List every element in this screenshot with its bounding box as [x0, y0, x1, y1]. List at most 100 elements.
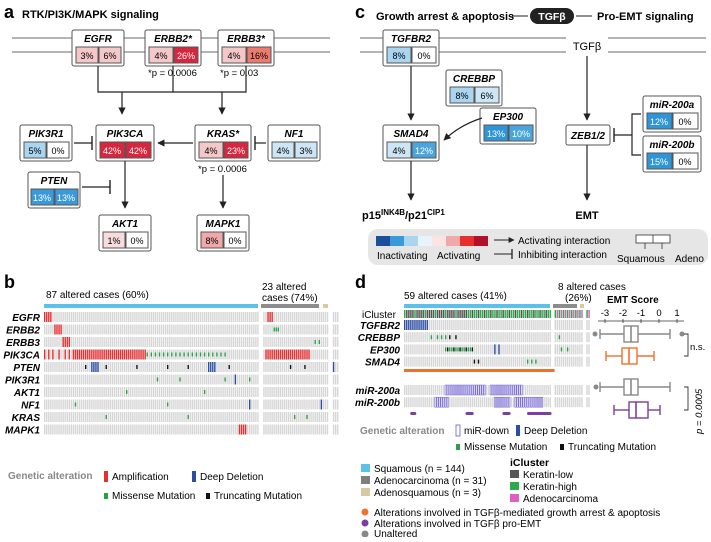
oncoprint-cell — [539, 385, 541, 395]
oncoprint-cell — [205, 337, 208, 347]
oncoprint-cell — [535, 320, 537, 330]
oncoprint-alteration — [117, 349, 120, 360]
oncoprint-cell — [564, 332, 567, 343]
oncoprint-cell — [214, 324, 216, 335]
oncoprint-mutation — [191, 352, 193, 357]
oncoprint-cell — [302, 362, 304, 372]
oncoprint-cell — [224, 412, 226, 422]
oncoprint-cell — [504, 320, 506, 330]
crebbp-squamous-pct: 8% — [455, 91, 468, 101]
oncoprint-alteration — [426, 320, 428, 330]
oncoprint-cell — [537, 385, 539, 395]
oncoprint-cell — [336, 374, 339, 385]
oncoprint-cell — [187, 324, 189, 335]
oncoprint-alteration — [91, 362, 93, 372]
oncoprint-cell — [326, 374, 329, 385]
oncoprint-cell — [496, 344, 498, 355]
oncoprint-cell — [281, 312, 284, 322]
oncoprint-cell — [60, 362, 62, 372]
oncoprint-cell — [123, 387, 126, 397]
oncoprint-cell — [236, 399, 239, 410]
oncoprint-cell — [76, 374, 79, 385]
oncoprint-cell — [193, 349, 196, 360]
legend-squamous: Squamous — [617, 254, 665, 265]
oncoprint-cell — [556, 385, 559, 395]
oncoprint-cell — [91, 424, 93, 435]
oncoprint-cell — [117, 424, 120, 435]
oncoprint-cell — [312, 349, 314, 360]
oncoprint-cell — [214, 374, 216, 385]
panel-d-group1-label: 59 altered cases (41%) — [404, 291, 507, 302]
oncoprint-cell — [154, 324, 157, 335]
oncoprint-cell — [179, 362, 181, 372]
oncoprint-cell — [412, 385, 414, 395]
oncoprint-cell — [322, 424, 325, 435]
oncoprint-cell — [224, 424, 226, 435]
oncoprint-cell — [430, 385, 433, 395]
tgfb-ligand-label: TGFβ — [538, 11, 566, 23]
oncoprint-mutation — [126, 390, 128, 394]
oncoprint-cell — [72, 412, 75, 422]
oncoprint-cell — [408, 397, 410, 408]
oncoprint-mutation — [457, 347, 459, 352]
kras-squamous-pct: 4% — [204, 146, 217, 156]
oncoprint-cell — [132, 337, 134, 347]
oncoprint-cell — [279, 374, 282, 385]
oncoprint-cell — [510, 332, 512, 343]
scale-cell — [474, 236, 488, 246]
oncoprint-cell — [132, 387, 134, 397]
oncoprint-cell — [318, 412, 320, 422]
oncoprint-cell — [257, 387, 259, 397]
oncoprint-cell — [160, 362, 163, 372]
oncoprint-cell — [119, 324, 122, 335]
oncoprint-cell — [109, 312, 111, 322]
erbb3-squamous-pct: 4% — [227, 51, 240, 61]
oncoprint-cell — [52, 324, 54, 335]
oncoprint-cell — [113, 362, 116, 372]
oncoprint-cell — [60, 337, 62, 347]
oncoprint-mutation — [105, 365, 107, 369]
oncoprint-cell — [529, 385, 531, 395]
oncoprint-cell — [306, 324, 308, 335]
oncoprint-cell — [271, 337, 273, 347]
oncoprint-cell — [177, 399, 179, 410]
oncoprint-cell — [253, 387, 255, 397]
oncoprint-cell — [44, 412, 46, 422]
oncoprint-cell — [117, 337, 120, 347]
oncoprint-cell — [158, 312, 161, 322]
icluster-cell — [457, 310, 459, 318]
oncoprint-cell — [123, 337, 126, 347]
oncoprint-cell — [216, 337, 218, 347]
oncoprint-cell — [226, 374, 228, 385]
oncoprint-alteration — [412, 320, 414, 330]
oncoprint-cell — [234, 387, 237, 397]
oncoprint-cell — [524, 320, 527, 330]
oncoprint-cell — [408, 385, 410, 395]
oncoprint-cell — [416, 344, 418, 355]
oncoprint-cell — [70, 337, 73, 347]
oncoprint-cell — [560, 320, 563, 330]
icluster-cell — [430, 310, 433, 318]
oncoprint-mutation — [175, 352, 177, 357]
oncoprint-cell — [191, 324, 193, 335]
oncoprint-mutation — [179, 377, 181, 382]
oncoprint-cell — [189, 374, 191, 385]
oncoprint-cell — [156, 424, 159, 435]
oncoprint-cell — [115, 362, 118, 372]
oncoprint-cell — [406, 344, 408, 355]
oncoprint-cell — [306, 312, 308, 322]
oncoprint-cell — [255, 374, 257, 385]
oncoprint-mir-down — [469, 384, 472, 396]
oncoprint-cell — [416, 332, 418, 343]
oncoprint-cell — [44, 337, 46, 347]
oncoprint-cell — [486, 344, 488, 355]
oncoprint-mir-down — [516, 384, 519, 396]
oncoprint-cell — [113, 324, 116, 335]
oncoprint-cell — [205, 412, 208, 422]
icluster-cell — [455, 310, 457, 318]
oncoprint-cell — [296, 387, 298, 397]
oncoprint-cell — [210, 399, 212, 410]
oncoprint-cell — [524, 356, 527, 367]
oncoprint-mutation — [289, 365, 292, 369]
oncoprint-cell — [494, 320, 496, 330]
